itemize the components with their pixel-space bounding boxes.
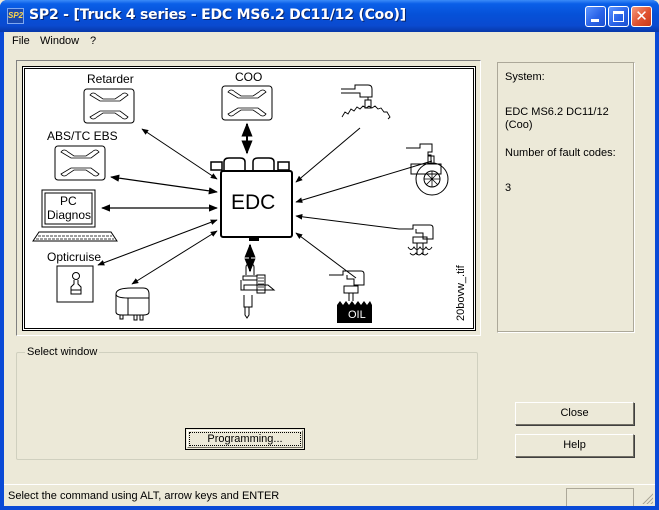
maximize-icon: [613, 11, 624, 22]
edc-label: EDC: [231, 191, 276, 214]
menu-help[interactable]: ?: [90, 35, 97, 47]
turbo-sensor-link: [295, 160, 433, 203]
diagram-graphics: [32, 84, 449, 323]
image-file-label: 20bovw_.tif: [455, 265, 467, 321]
opticruise-icon: [56, 265, 94, 303]
system-info-panel: System: EDC MS6.2 DC11/12 (Coo) Number o…: [497, 62, 635, 333]
programming-button[interactable]: Programming...: [185, 428, 305, 450]
relay-edc-link: [131, 230, 218, 285]
system-value-line2: (Coo): [505, 119, 533, 131]
injector-icon: [240, 263, 276, 319]
app-icon: SP2: [7, 8, 24, 24]
retarder-edc-link: [141, 128, 218, 180]
speed-sensor-link: [295, 127, 361, 183]
minimize-icon: [591, 19, 599, 22]
programming-button-label: Programming...: [207, 433, 283, 445]
speed-sensor-icon: [341, 84, 391, 120]
abs-ecu-icon: [54, 145, 106, 181]
status-bar: Select the command using ALT, arrow keys…: [4, 484, 655, 506]
menu-window[interactable]: Window: [40, 35, 80, 47]
opticruise-label: Opticruise: [47, 250, 102, 264]
coo-label: COO: [235, 70, 263, 84]
resize-grip-icon[interactable]: [641, 492, 653, 504]
minimize-button[interactable]: [585, 6, 606, 27]
turbo-sensor-icon: [406, 143, 449, 196]
menu-file[interactable]: File: [12, 35, 30, 47]
fault-codes-label: Number of fault codes:: [505, 147, 616, 159]
coolant-sensor-icon: [399, 224, 434, 256]
select-window-label: Select window: [25, 346, 100, 358]
abs-label: ABS/TC EBS: [47, 129, 118, 143]
close-window-button[interactable]: ✕: [631, 6, 652, 27]
close-icon: ✕: [635, 8, 648, 25]
system-diagram: Retarder COO ABS/TC EBS PC Diagnos Optic…: [22, 66, 476, 331]
close-button[interactable]: Close: [515, 402, 634, 425]
status-text: Select the command using ALT, arrow keys…: [8, 490, 280, 502]
retarder-ecu-icon: [83, 88, 135, 124]
system-value-line1: EDC MS6.2 DC11/12: [505, 106, 609, 118]
diagram-connections: [97, 122, 433, 285]
help-button[interactable]: Help: [515, 434, 634, 457]
pc-label-line2: Diagnos: [47, 208, 92, 222]
fault-codes-count: 3: [505, 182, 512, 194]
close-button-label: Close: [560, 407, 589, 419]
maximize-button[interactable]: [608, 6, 629, 27]
menu-bar: File Window ?: [4, 32, 655, 51]
select-window-group: Select window: [16, 346, 478, 460]
programming-button-focus: [189, 432, 301, 446]
title-bar[interactable]: SP2 SP2 - [Truck 4 series - EDC MS6.2 DC…: [0, 0, 659, 32]
client-area: File Window ?: [4, 32, 655, 506]
abs-edc-link: [110, 174, 218, 195]
relay-icon: [115, 287, 150, 321]
window-title: SP2 - [Truck 4 series - EDC MS6.2 DC11/1…: [29, 7, 406, 23]
system-label: System:: [505, 71, 545, 83]
retarder-label: Retarder: [87, 72, 134, 86]
help-button-label: Help: [563, 439, 586, 451]
status-pane: [566, 488, 634, 506]
oil-label: OIL: [348, 309, 366, 321]
oil-sensor-icon: [329, 270, 372, 323]
programming-button-bevel: [187, 430, 303, 448]
system-diagram-frame: Retarder COO ABS/TC EBS PC Diagnos Optic…: [16, 60, 481, 336]
coolant-sensor-link: [295, 214, 400, 230]
oil-sensor-link: [295, 232, 357, 279]
pc-label-line1: PC: [60, 194, 77, 208]
coo-ecu-icon: [221, 85, 273, 121]
